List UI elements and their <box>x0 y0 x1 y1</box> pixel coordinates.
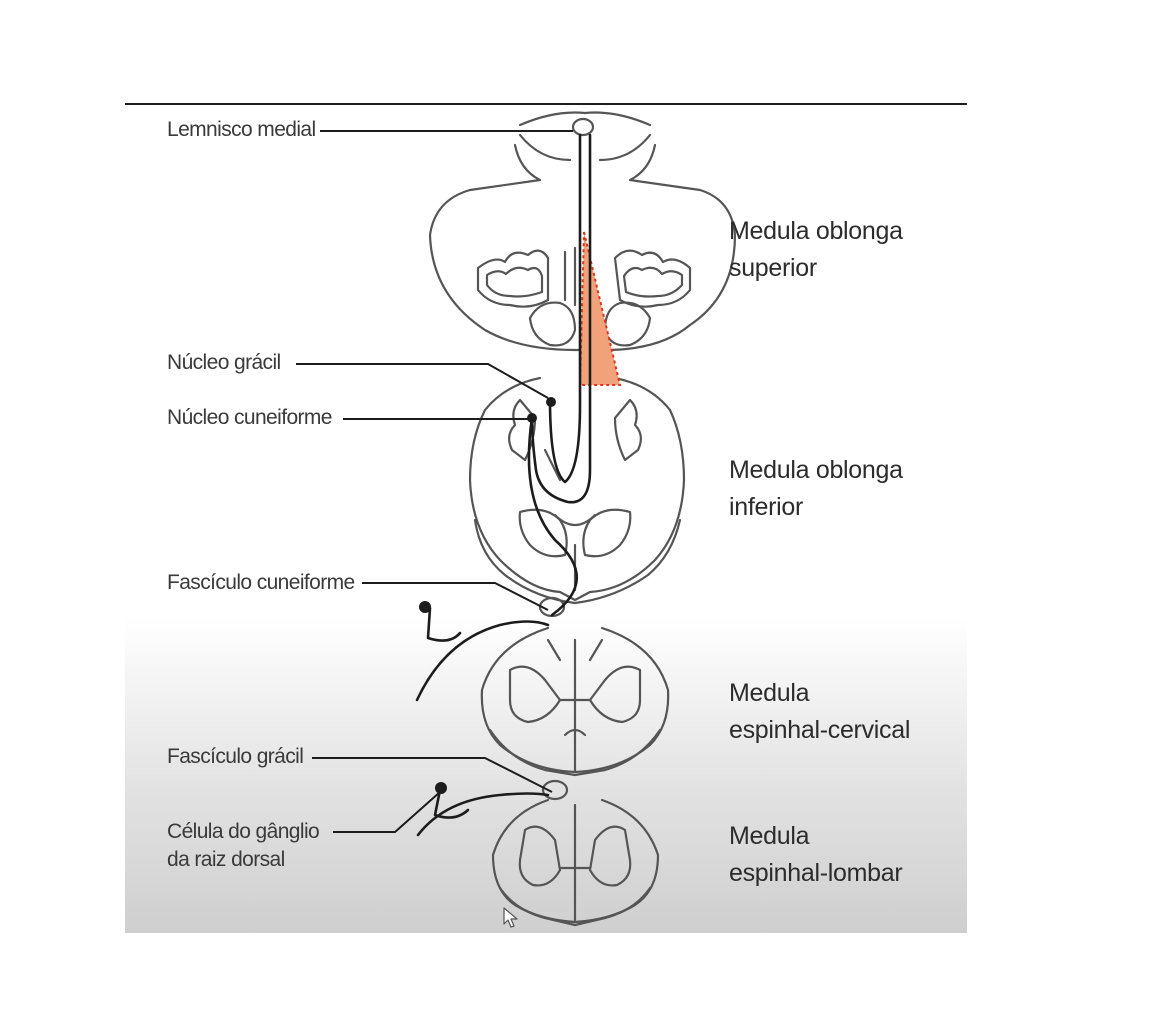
label-oblonga-sup-line1: Medula oblonga <box>729 213 903 250</box>
cuneate-nucleus-dot <box>527 413 537 423</box>
highlight-triangle <box>580 232 620 385</box>
cervical-cord-section <box>482 628 668 775</box>
leader-fasciculo-gracil <box>312 758 552 792</box>
label-medula-espinhal-cervical: Medula espinhal-cervical <box>729 675 910 749</box>
label-oblonga-inf-line2: inferior <box>729 489 903 526</box>
label-celula-line2: da raiz dorsal <box>167 846 319 874</box>
label-lombar-line2: espinhal-lombar <box>729 855 902 892</box>
label-cervical-line2: espinhal-cervical <box>729 712 910 749</box>
label-medula-oblonga-inferior: Medula oblonga inferior <box>729 452 903 526</box>
label-fasciculo-gracil: Fascículo grácil <box>167 743 303 771</box>
medial-lemniscus-fiber <box>550 135 580 482</box>
label-lemnisco-medial: Lemnisco medial <box>167 116 316 144</box>
label-lombar-line1: Medula <box>729 818 902 855</box>
label-cervical-line1: Medula <box>729 675 910 712</box>
label-nucleo-cuneiforme: Núcleo cuneiforme <box>167 404 332 432</box>
label-oblonga-inf-line1: Medula oblonga <box>729 452 903 489</box>
pathway <box>417 135 590 835</box>
label-medula-espinhal-lombar: Medula espinhal-lombar <box>729 818 902 892</box>
lumbar-ganglion-cell-dot <box>435 782 447 794</box>
leader-celula <box>333 792 440 832</box>
lemniscus-oval <box>573 119 593 135</box>
leader-fasciculo-cuneiforme <box>362 583 548 610</box>
label-celula-line1: Célula do gânglio <box>167 818 319 846</box>
mouse-cursor-icon <box>503 907 519 929</box>
cervical-ganglion-cell-dot <box>419 601 431 613</box>
label-celula-ganglio: Célula do gânglio da raiz dorsal <box>167 818 319 874</box>
label-oblonga-sup-line2: superior <box>729 250 903 287</box>
label-fasciculo-cuneiforme: Fascículo cuneiforme <box>167 569 355 597</box>
label-nucleo-gracil: Núcleo grácil <box>167 349 281 377</box>
leader-nucleo-gracil <box>296 364 548 398</box>
label-medula-oblonga-superior: Medula oblonga superior <box>729 213 903 287</box>
